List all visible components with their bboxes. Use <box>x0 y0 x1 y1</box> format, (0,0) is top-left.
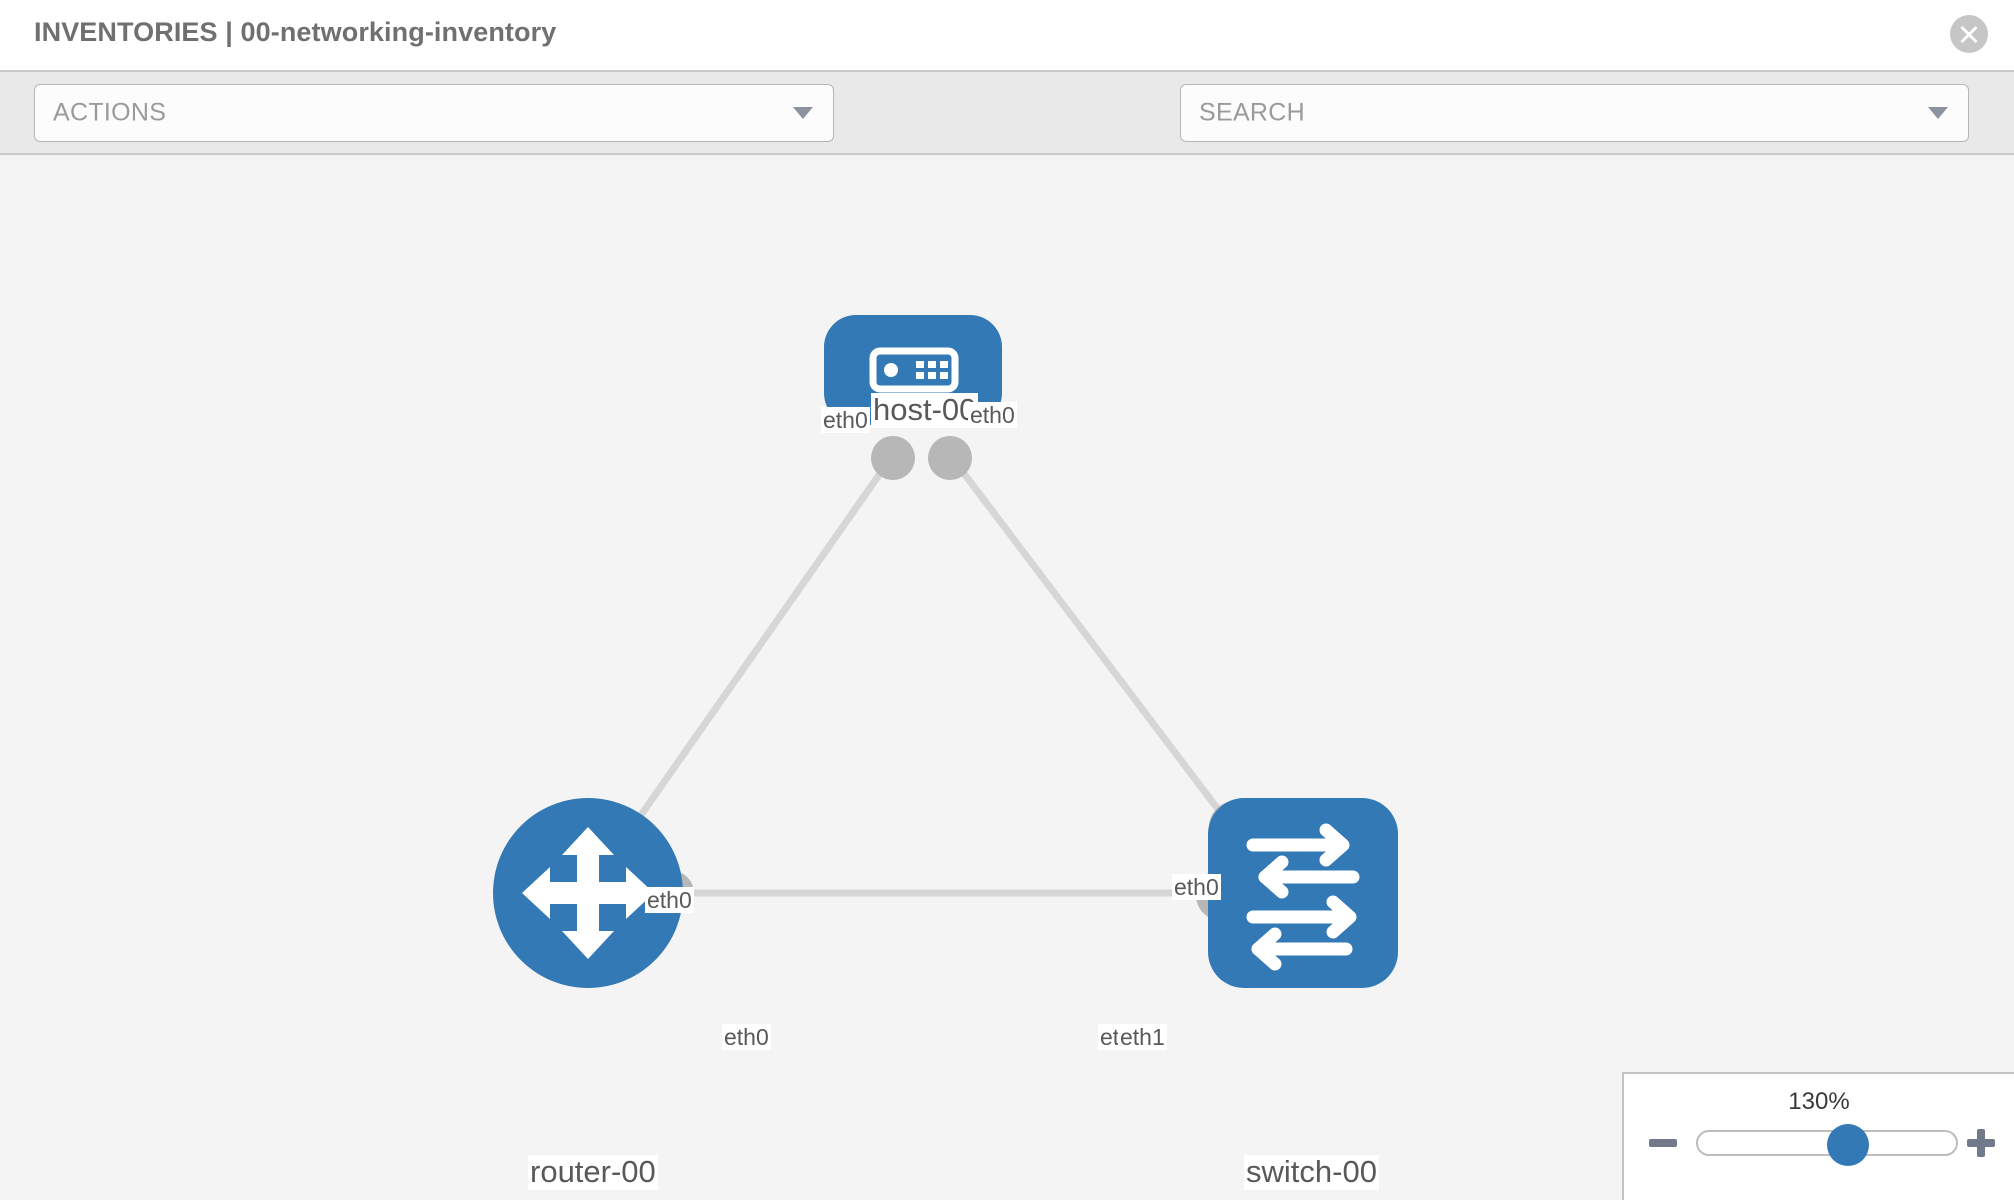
server-icon <box>869 347 959 393</box>
page-header: INVENTORIES | 00-networking-inventory <box>0 0 2014 70</box>
zoom-slider-thumb[interactable] <box>1826 1124 1869 1166</box>
router-arrows-icon <box>522 827 654 959</box>
link-host-switch <box>947 452 1248 848</box>
connector-host-left <box>871 436 915 480</box>
zoom-out-button[interactable] <box>1644 1124 1682 1162</box>
close-icon[interactable] <box>1950 15 1988 53</box>
chevron-down-icon <box>793 107 813 119</box>
node-label-router-00: router-00 <box>528 1154 658 1190</box>
topology-graph <box>493 315 1398 988</box>
toolbar: ACTIONS SEARCH <box>0 70 2014 203</box>
topology-canvas[interactable]: host-00 router-00 switch-00 eth0 eth0 et… <box>0 155 2014 1200</box>
iface-label-switch-host: eth0 <box>1172 874 1221 901</box>
iface-label-router-switch: eth0 <box>722 1024 771 1051</box>
node-switch-00 <box>1208 798 1398 988</box>
topology-links <box>617 452 1248 897</box>
zoom-level-label: 130% <box>1788 1088 1850 1115</box>
zoom-in-button[interactable] <box>1962 1124 2000 1162</box>
link-host-router <box>617 452 896 848</box>
switch-arrows-icon <box>1246 823 1360 971</box>
node-router-00 <box>493 798 683 988</box>
actions-dropdown[interactable]: ACTIONS <box>34 84 834 142</box>
node-label-host-00: host-00 <box>871 392 979 428</box>
iface-label-router-host: eth0 <box>645 887 694 914</box>
zoom-control-panel: 130% <box>1622 1072 2014 1200</box>
page-title: INVENTORIES | 00-networking-inventory <box>34 17 557 47</box>
iface-label-switch-router: eth1 <box>1118 1024 1167 1051</box>
iface-label-host-switch: eth0 <box>968 402 1017 429</box>
topology-connectors <box>650 436 1261 921</box>
connector-host-right <box>928 436 972 480</box>
actions-dropdown-label: ACTIONS <box>53 98 167 127</box>
search-input[interactable]: SEARCH <box>1180 84 1969 142</box>
iface-label-host-router: eth0 <box>821 407 870 434</box>
chevron-down-icon <box>1928 107 1948 119</box>
search-placeholder: SEARCH <box>1199 98 1305 127</box>
node-label-switch-00: switch-00 <box>1244 1154 1379 1190</box>
zoom-slider[interactable] <box>1696 1124 1958 1166</box>
